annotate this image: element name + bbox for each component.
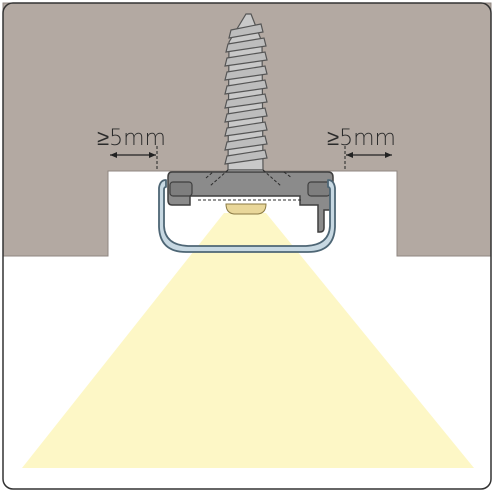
right-clearance-dimension: ≥5mm [327,126,396,171]
right-dimension-arrow-end [385,152,392,158]
screw-hidden-outline [209,169,282,187]
profile-left-clip [169,181,193,197]
screw-threads [224,23,268,165]
left-dimension-arrow-end [149,152,156,158]
left-dimension-arrow-start [110,152,117,158]
light-beam [22,213,474,468]
left-clearance-label: ≥5mm [97,126,166,151]
led-strip [225,203,267,215]
profile-right-clip [307,181,331,197]
profile-body [167,171,334,233]
right-dimension-arrow-start [346,152,353,158]
right-clearance-label: ≥5mm [327,126,396,151]
diffuser-cover [158,179,336,253]
profile-screw-channel [198,171,302,201]
left-clearance-dimension: ≥5mm [97,126,166,171]
